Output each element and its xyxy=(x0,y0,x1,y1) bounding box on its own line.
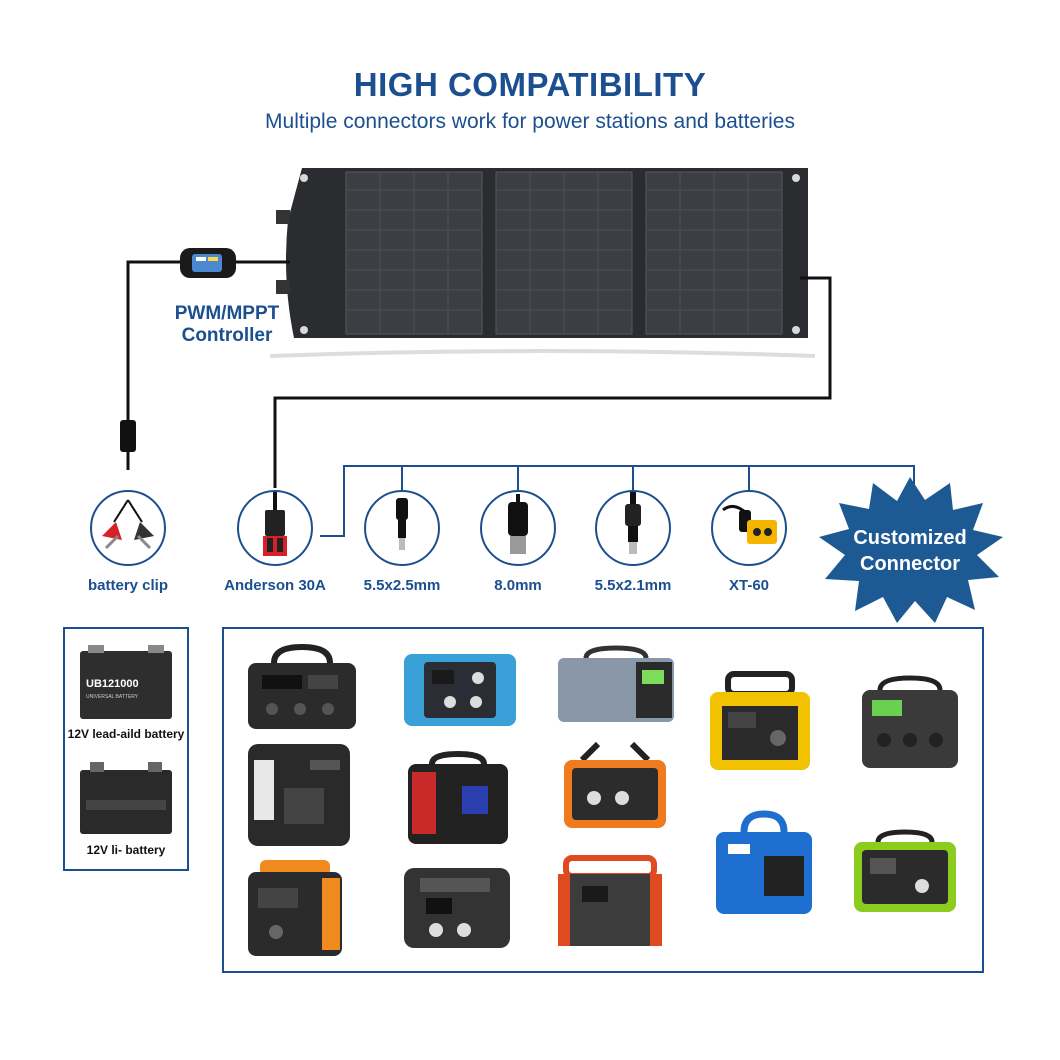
connector-xt60 xyxy=(711,490,787,566)
gray-power-station xyxy=(862,675,958,768)
black-lantern-station xyxy=(248,744,350,846)
dc-plug-icon xyxy=(396,498,408,550)
controller-label: PWM/MPPT Controller xyxy=(174,303,280,346)
yellow-power-station xyxy=(710,671,810,770)
orange-power-station xyxy=(564,741,666,828)
lithium-battery-image xyxy=(80,762,172,834)
connector-label: XT-60 xyxy=(728,577,770,594)
black-power-station xyxy=(248,643,356,729)
connector-label: Anderson 30A xyxy=(224,577,326,594)
connector-label: 5.5x2.1mm xyxy=(594,577,672,594)
red-power-station xyxy=(408,750,508,844)
battery-label: 12V li- battery xyxy=(86,843,166,857)
anderson-connector-icon xyxy=(263,492,287,556)
green-power-station xyxy=(854,829,956,912)
page-subtitle: Multiple connectors work for power stati… xyxy=(265,110,795,133)
xt60-connector-icon xyxy=(722,505,777,544)
dark-power-station xyxy=(404,868,510,948)
lead-acid-battery-image: UB121000 UNIVERSAL BATTERY xyxy=(80,645,172,719)
page-title: HIGH COMPATIBILITY xyxy=(353,66,707,103)
connector-label: 8.0mm xyxy=(494,577,542,594)
orange-black-station xyxy=(248,860,342,956)
battery-sub: UNIVERSAL BATTERY xyxy=(86,694,139,700)
solar-panel xyxy=(269,168,816,358)
silver-power-station xyxy=(558,645,674,722)
blue-power-station xyxy=(404,654,516,726)
connector-5-5x2-5 xyxy=(364,490,440,566)
red-gray-station xyxy=(558,855,662,946)
battery-clip-icon xyxy=(102,499,154,550)
connector-anderson xyxy=(237,490,313,566)
cable-lines xyxy=(120,248,915,537)
connector-5-5x2-1 xyxy=(595,490,671,566)
custom-connector-badge xyxy=(819,477,1003,623)
battery-brand: UB121000 xyxy=(86,678,139,690)
connector-8-0mm xyxy=(480,490,556,566)
dc-plug-icon xyxy=(625,492,641,554)
custom-connector-text: Customized Connector xyxy=(853,527,967,575)
connector-label: battery clip xyxy=(87,577,169,594)
dc-plug-icon xyxy=(508,494,528,554)
blue-portable-station xyxy=(716,810,812,914)
connector-battery-clip xyxy=(90,490,166,566)
battery-label: 12V lead-aild battery xyxy=(67,727,185,741)
connector-label: 5.5x2.5mm xyxy=(363,577,441,594)
